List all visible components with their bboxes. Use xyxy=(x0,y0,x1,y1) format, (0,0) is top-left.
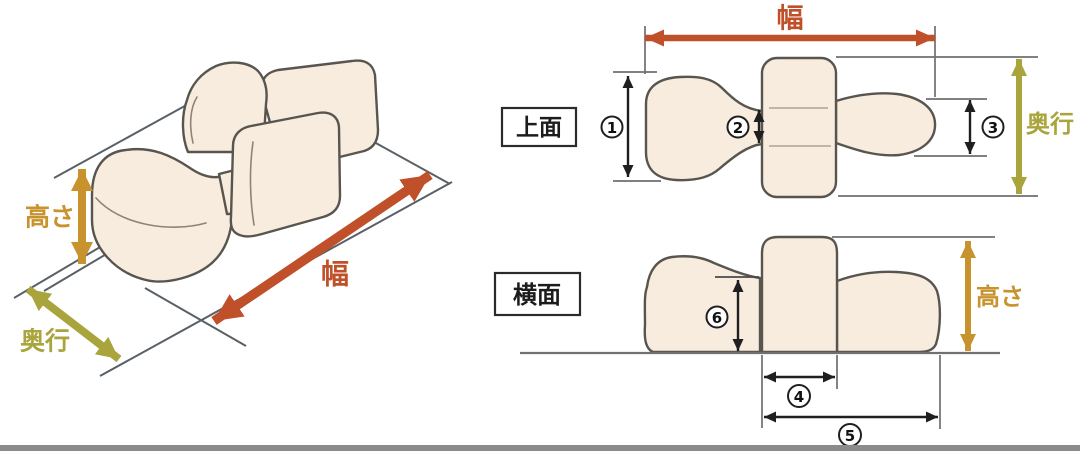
side-view-title: 横面 xyxy=(513,281,561,309)
floor-back-edge-line xyxy=(53,101,193,179)
view-3d: 高さ 奥行 幅 xyxy=(13,59,453,377)
callout6-circle xyxy=(705,305,729,329)
pillow-front-slab xyxy=(229,111,342,238)
top-view-title: 上面 xyxy=(516,115,562,141)
top-view-center-block xyxy=(760,56,838,199)
width-start-guide-line xyxy=(144,287,247,347)
bottom-border-bar xyxy=(0,445,1080,451)
height-label-side-view: 高さ xyxy=(976,283,1024,311)
top-view: 上面 幅 奥行 1 2 3 xyxy=(500,4,1074,199)
side-view: 横面 高さ 6 4 5 xyxy=(493,235,1024,447)
top-view-left-lobe xyxy=(644,75,764,182)
hump-crease-line xyxy=(189,96,198,144)
callout3-circle xyxy=(981,115,1005,139)
callout1-circle xyxy=(600,115,624,139)
width-arrow-3d xyxy=(211,171,433,325)
callout5-number: 5 xyxy=(845,427,855,445)
width-label-top-view: 幅 xyxy=(777,4,804,35)
side-view-label-box xyxy=(493,271,582,317)
side-view-left-mound xyxy=(643,255,762,354)
callout2-circle xyxy=(726,115,750,139)
depth-label-3d: 奥行 xyxy=(20,327,70,356)
callout3-number: 3 xyxy=(988,119,998,137)
side-view-right-mound xyxy=(835,270,942,354)
mound-crease-line xyxy=(95,197,207,228)
pillow-front-mound xyxy=(90,147,235,283)
side-view-center-block xyxy=(760,235,839,354)
callout2-number: 2 xyxy=(733,119,743,137)
callout6-number: 6 xyxy=(712,309,722,327)
top-view-label-box xyxy=(500,106,578,148)
depth-label-top-view: 奥行 xyxy=(1026,110,1074,138)
callout1-number: 1 xyxy=(607,119,617,137)
top-view-right-lobe xyxy=(834,92,937,157)
width-label-3d: 幅 xyxy=(321,258,349,291)
callout4-number: 4 xyxy=(794,388,804,406)
depth-arrow-3d xyxy=(25,285,122,363)
height-label-3d: 高さ xyxy=(25,203,75,232)
callout4-circle xyxy=(787,384,811,408)
width-end-guide-line xyxy=(373,141,451,185)
